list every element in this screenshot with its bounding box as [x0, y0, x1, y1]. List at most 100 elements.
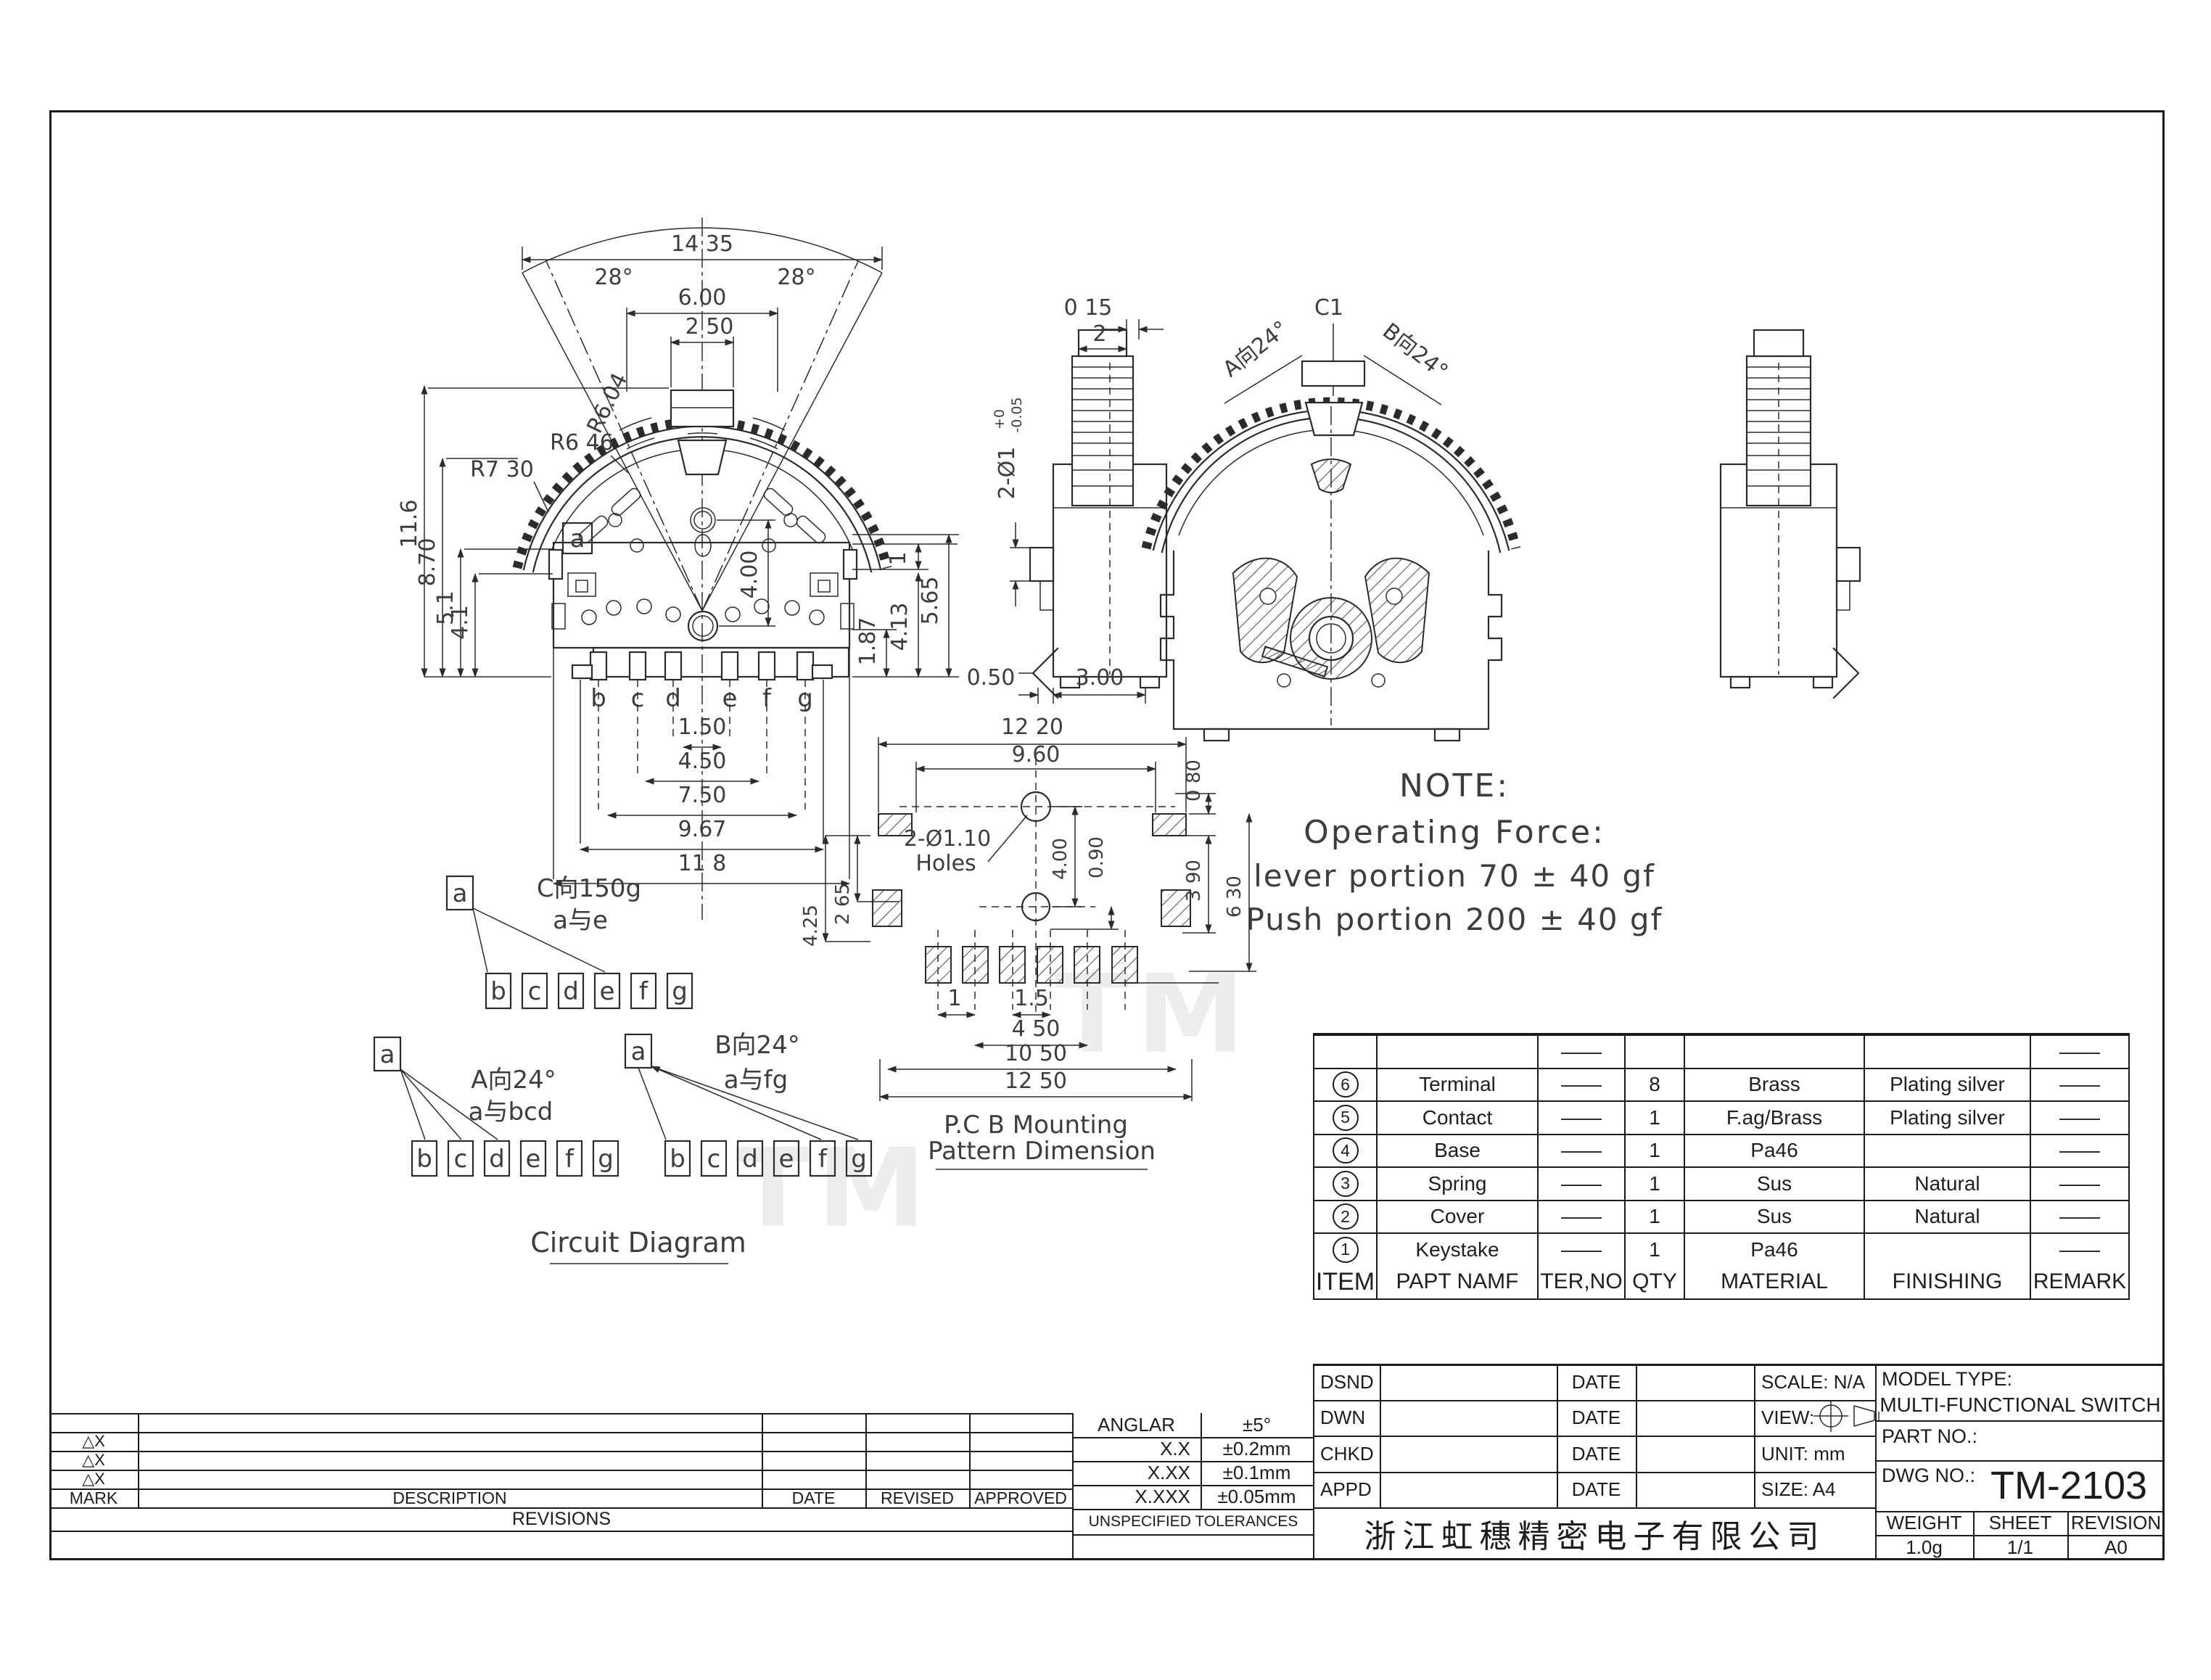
cd-r2-c: c — [454, 1145, 468, 1174]
field-dwn: DWN — [1320, 1407, 1366, 1428]
front-view-extension-dashes — [598, 680, 806, 810]
part-terno: —— — [1537, 1234, 1624, 1266]
weight-label: WEIGHT — [1886, 1512, 1962, 1533]
size-value: SIZE: A4 — [1761, 1478, 1836, 1500]
revisions-header-date: DATE — [791, 1488, 836, 1507]
view-label: VIEW: — [1761, 1407, 1815, 1428]
revisions-header-mark: MARK — [69, 1488, 118, 1507]
tol-val-xx: ±0.1mm — [1222, 1462, 1291, 1483]
part-material: Brass — [1684, 1068, 1864, 1101]
dim-116: 11.6 — [397, 500, 422, 548]
parts-header-finishing: FINISHING — [1864, 1265, 2030, 1298]
part-name: Contact — [1376, 1102, 1537, 1134]
part-material: Pa46 — [1684, 1234, 1864, 1266]
parts-header-remark: REMARK — [2030, 1265, 2128, 1298]
cd-row-2: b c d e f g — [411, 1140, 619, 1177]
item-number-2: 2 — [1332, 1203, 1359, 1230]
dwg-no-label: DWG NO.: — [1882, 1464, 1975, 1486]
cd-g3-a: a — [631, 1037, 646, 1066]
cd-g3-label-2: a与fg — [724, 1066, 788, 1095]
pcb-dim-265: 2 65 — [832, 883, 854, 925]
tol-key-anglar: ANGLAR — [1098, 1414, 1175, 1436]
revision-value: A0 — [2104, 1536, 2128, 1558]
dim-118: 11 8 — [678, 851, 727, 876]
dim-400: 4.00 — [737, 551, 762, 599]
note-title: NOTE: — [1399, 767, 1510, 804]
part-finishing — [1864, 1036, 2030, 1068]
part-name: Spring — [1376, 1168, 1537, 1200]
front-view-terminals — [571, 651, 833, 681]
sheet-value: 1/1 — [2006, 1536, 2034, 1558]
cd-g2-label-1: A向24° — [471, 1066, 556, 1095]
tol-val-xxx: ±0.05mm — [1217, 1486, 1296, 1507]
cd-row-1: b c d e f g — [485, 972, 693, 1010]
cd-r3-f: f — [818, 1145, 828, 1174]
part-name: Terminal — [1376, 1068, 1537, 1101]
parts-header-qty: QTY — [1624, 1265, 1684, 1298]
parts-row-3: 3 Spring —— 1 Sus Natural —— — [1314, 1166, 2128, 1200]
part-finishing: Natural — [1864, 1168, 2030, 1200]
parts-row-4: 4 Base —— 1 Pa46 —— — [1314, 1133, 2128, 1167]
label-c1: C1 — [1314, 295, 1343, 321]
cd-r2-e: e — [526, 1145, 541, 1174]
parts-row-1: 1 Keystake —— 1 Pa46 —— — [1314, 1232, 2128, 1266]
part-name: Cover — [1376, 1201, 1537, 1233]
revision-mark-1: △X — [82, 1432, 105, 1450]
note-line-4: Push portion 200 ± 40 gf — [1246, 902, 1663, 937]
revisions-header-description: DESCRIPTION — [392, 1488, 507, 1507]
revisions-header-revised: REVISED — [881, 1488, 954, 1507]
dim-angle-right: 28° — [777, 265, 815, 290]
part-material — [1684, 1036, 1864, 1068]
cd-r1-e: e — [600, 977, 615, 1006]
part-qty: 1 — [1624, 1234, 1684, 1266]
part-remark: —— — [2030, 1036, 2128, 1068]
part-name: Keystake — [1376, 1234, 1537, 1266]
model-type-value: MULTI-FUNCTIONAL SWITCH — [1879, 1393, 2161, 1416]
date-label-4: DATE — [1571, 1478, 1621, 1500]
dim-hole: 2-Ø1 — [995, 447, 1020, 500]
part-finishing — [1864, 1135, 2030, 1167]
revision-label: REVISION — [2070, 1512, 2162, 1533]
cd-r1-g: g — [672, 977, 688, 1006]
circuit-diagram-title: Circuit Diagram — [530, 1227, 746, 1259]
item-number-4: 4 — [1332, 1137, 1359, 1164]
front-view: a — [397, 218, 959, 920]
dwg-no-value: TM-2103 — [1990, 1464, 2148, 1507]
parts-header-name: PAPT NAMF — [1376, 1265, 1537, 1298]
parts-row-6: 6 Terminal —— 8 Brass Plating silver —— — [1314, 1067, 2128, 1101]
part-material: Sus — [1684, 1201, 1864, 1233]
dim-870: 8.70 — [415, 538, 440, 587]
part-remark: —— — [2030, 1068, 2128, 1101]
weight-value: 1.0g — [1906, 1536, 1943, 1558]
projection-view-icon — [1813, 1400, 1879, 1432]
field-dsnd: DSND — [1320, 1370, 1374, 1393]
watermark-tm-1: TM — [736, 1126, 933, 1252]
part-terno: —— — [1537, 1102, 1624, 1134]
parts-header-row: ITEM PAPT NAMF TER,NO QTY MATERIAL FINIS… — [1314, 1265, 2128, 1298]
pcb-dim-1050: 10 50 — [1005, 1041, 1067, 1066]
part-item — [1314, 1036, 1376, 1068]
dim-1435: 14 35 — [671, 231, 733, 257]
part-finishing — [1864, 1234, 2030, 1266]
dim-015: 0 15 — [1064, 295, 1113, 321]
dim-750: 7.50 — [678, 783, 727, 808]
dim-187: 1.87 — [855, 617, 881, 666]
pcb-dim-400: 4.00 — [1050, 838, 1071, 880]
parts-row-5: 5 Contact —— 1 F.ag/Brass Plating silver… — [1314, 1100, 2128, 1134]
parts-row-2: 2 Cover —— 1 Sus Natural —— — [1314, 1199, 2128, 1233]
cd-r2-d: d — [489, 1145, 505, 1174]
part-no-label: PART NO.: — [1882, 1425, 1978, 1447]
note-block: NOTE: Operating Force: lever portion 70 … — [1246, 767, 1663, 937]
pcb-title-2: Pattern Dimension — [928, 1137, 1156, 1166]
part-finishing: Plating silver — [1864, 1068, 2030, 1101]
part-name — [1376, 1036, 1537, 1068]
pcb-dim-1: 1 — [947, 986, 961, 1011]
sheet-label: SHEET — [1988, 1512, 2052, 1533]
dim-050: 0.50 — [967, 665, 1016, 691]
dim-r730: R7 30 — [470, 457, 534, 482]
part-qty: 1 — [1624, 1168, 1684, 1200]
pcb-dim-1220: 12 20 — [1001, 715, 1063, 740]
parts-table: ITEM PAPT NAMF TER,NO QTY MATERIAL FINIS… — [1313, 1033, 2130, 1300]
cd-r2-g: g — [598, 1145, 614, 1174]
